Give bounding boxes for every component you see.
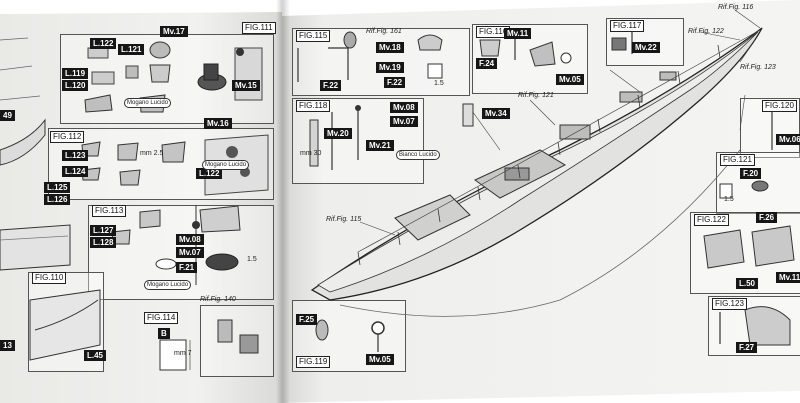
part-label: Mv.18	[376, 42, 404, 53]
part-label: Mv.06	[776, 134, 800, 145]
part-label: B	[158, 328, 170, 339]
part-label: F.22	[320, 80, 342, 91]
material-tag: Mogano Lucido	[144, 280, 192, 290]
figure-reference: Rif.Fig. 116	[718, 4, 754, 11]
figure-label: FIG.123	[712, 298, 747, 310]
part-label: F.21	[176, 262, 198, 273]
part-label: 49	[0, 110, 15, 121]
material-tag: Mogano Lucido	[124, 98, 172, 108]
left-foot-panel	[200, 305, 274, 377]
figure-label: FIG.114	[144, 312, 179, 324]
dimension-mark: 1.5	[724, 196, 734, 203]
dimension-mark: mm 2.5	[140, 150, 164, 157]
part-label: Mv.16	[204, 118, 232, 129]
part-label: Mv.22	[632, 42, 660, 53]
figure-label: FIG.117	[610, 20, 645, 32]
part-label: Mv.21	[366, 140, 394, 151]
part-label: Mv.05	[556, 74, 584, 85]
part-label: Mv.07	[176, 247, 204, 258]
material-tag: Bianco Lucido	[396, 150, 440, 160]
part-label: L.122	[90, 38, 117, 49]
part-label: Mv.08	[390, 102, 418, 113]
part-label: L.127	[90, 225, 117, 236]
part-label: F.26	[756, 212, 778, 223]
figure-reference: Rif.Fig. 122	[688, 28, 724, 35]
figure-reference: Rif.Fig. 140	[200, 296, 236, 303]
part-label: Mv.20	[324, 128, 352, 139]
part-label: Mv.08	[176, 234, 204, 245]
part-label: Mv.15	[232, 80, 260, 91]
part-label: L.121	[118, 44, 145, 55]
figure-label: FIG.119	[296, 356, 331, 368]
figure-label: FIG.112	[50, 131, 85, 143]
dimension-mark: mm 30	[300, 150, 322, 157]
part-label: Mv.11	[776, 272, 800, 283]
figure-label: FIG.111	[242, 22, 276, 34]
part-label: L.123	[62, 150, 89, 161]
figure-label: FIG.115	[296, 30, 331, 42]
figure-label: FIG.120	[762, 100, 797, 112]
part-label: L.126	[44, 194, 71, 205]
part-label: Mv.17	[160, 26, 188, 37]
figure-reference: Rif.Fig. 161	[366, 28, 402, 35]
dimension-mark: 1.5	[247, 256, 257, 263]
figure-label: FIG.113	[92, 205, 127, 217]
part-label: L.125	[44, 182, 71, 193]
part-label: F.27	[736, 342, 758, 353]
figure-label: FIG.121	[720, 154, 755, 166]
figure-label: FIG.122	[694, 214, 729, 226]
part-label: Mv.34	[482, 108, 510, 119]
part-label: F.22	[384, 77, 406, 88]
part-label: Mv.07	[390, 116, 418, 127]
part-label: L.119	[62, 68, 89, 79]
figure-label: FIG.110	[32, 272, 67, 284]
part-label: L.128	[90, 237, 117, 248]
part-label: Mv.19	[376, 62, 404, 73]
part-label: 13	[0, 340, 15, 351]
dimension-mark: 1.5	[434, 80, 444, 87]
figure-reference: Rif.Fig. 115	[326, 216, 362, 223]
part-label: F.25	[296, 314, 318, 325]
part-label: F.24	[476, 58, 498, 69]
part-label: F.20	[740, 168, 762, 179]
part-label: Mv.11	[504, 28, 532, 39]
figure-reference: Rif.Fig. 123	[740, 64, 776, 71]
part-label: L.50	[736, 278, 759, 289]
part-label: L.120	[62, 80, 89, 91]
part-label: L.122	[196, 168, 223, 179]
book-gutter	[276, 0, 290, 403]
figure-label: FIG.118	[296, 100, 331, 112]
figure-reference: Rif.Fig. 121	[518, 92, 554, 99]
part-label: Mv.05	[366, 354, 394, 365]
material-tag: Mogano Lucido	[202, 160, 250, 170]
dimension-mark: mm 7	[174, 350, 192, 357]
part-label: L.124	[62, 166, 89, 177]
part-label: L.45	[84, 350, 107, 361]
figure-label: FIG.116	[476, 26, 511, 38]
